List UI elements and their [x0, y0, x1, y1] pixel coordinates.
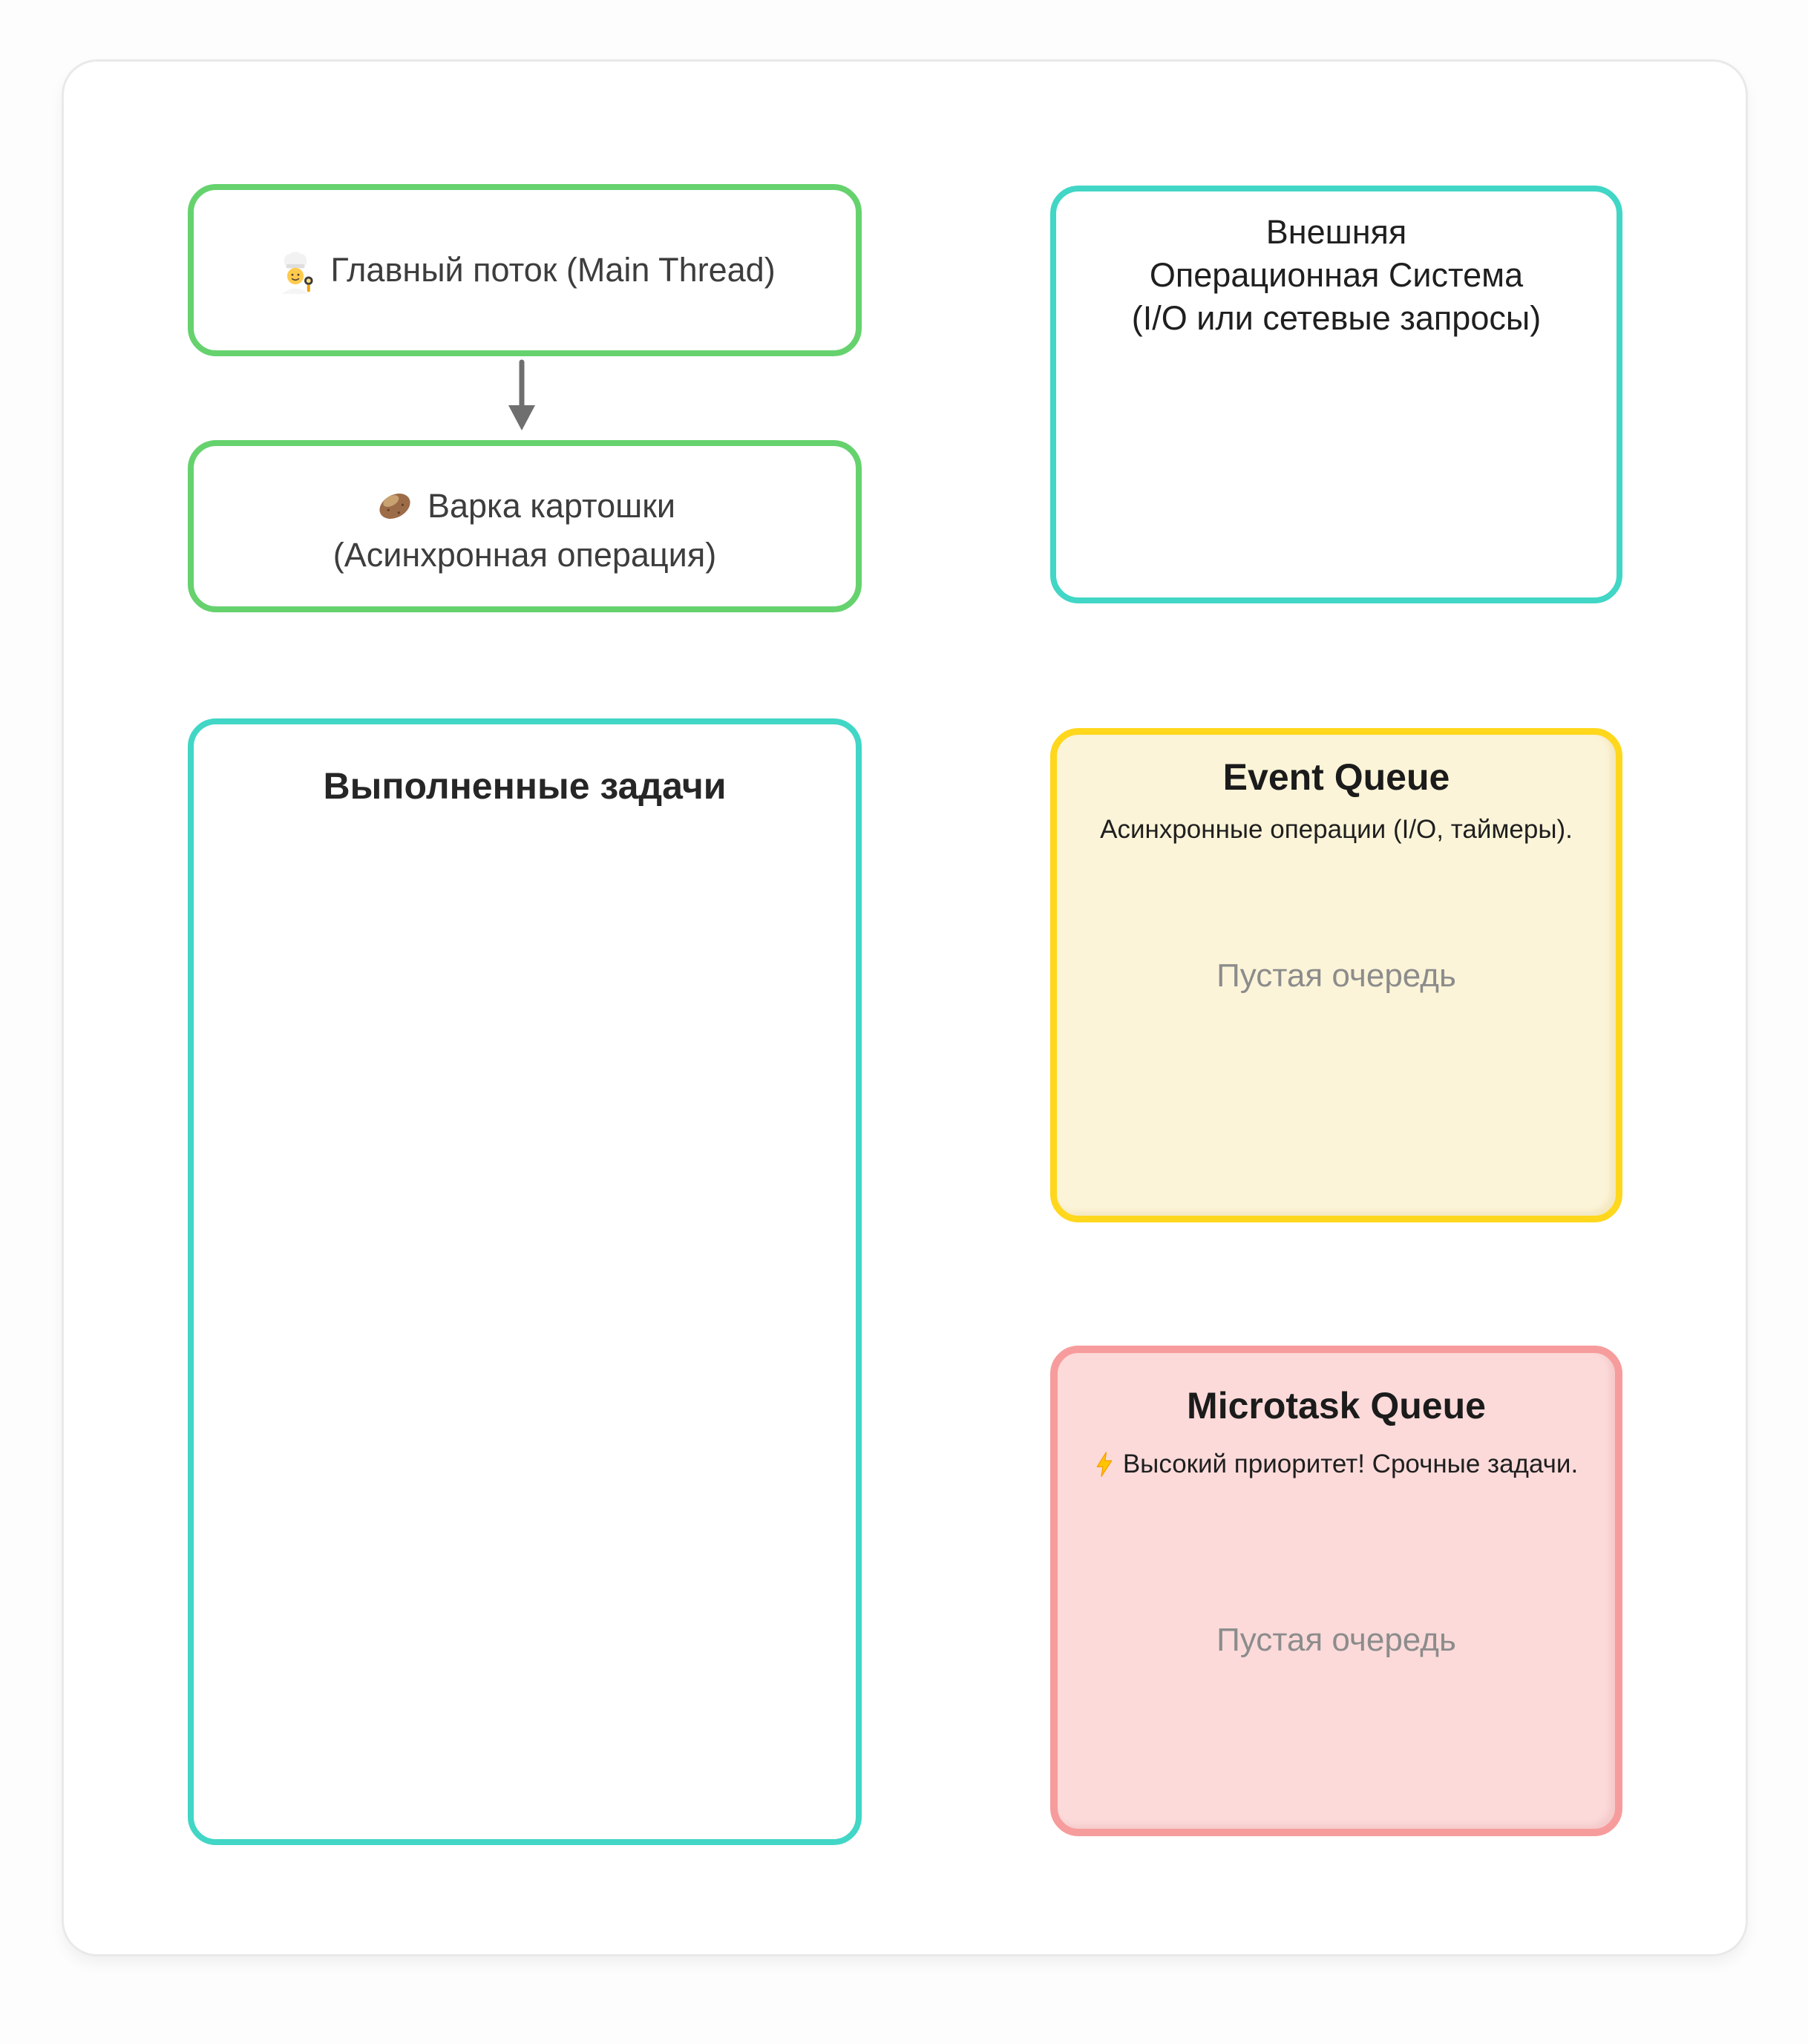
completed-tasks-title: Выполненные задачи: [323, 765, 727, 807]
event-queue-subtitle: Асинхронные операции (I/O, таймеры).: [1057, 815, 1616, 845]
microtask-queue-subtitle: Высокий приоритет! Срочные задачи.: [1058, 1450, 1615, 1479]
async-op-line1: Варка картошки: [374, 482, 675, 531]
event-queue-title: Event Queue: [1222, 756, 1450, 798]
async-op-line2: (Асинхронная операция): [333, 536, 717, 574]
async-op-text: Варка картошки: [427, 487, 676, 525]
os-line: Операционная Система: [1149, 256, 1524, 294]
os-line: (I/O или сетевые запросы): [1131, 299, 1542, 337]
completed-tasks-box: Выполненные задачи: [188, 718, 862, 1845]
external-os-box: Внешняя Операционная Система (I/O или се…: [1050, 186, 1622, 603]
potato-icon: [374, 488, 416, 525]
microtask-queue-title: Microtask Queue: [1187, 1385, 1486, 1426]
main-thread-label: Главный поток (Main Thread): [330, 251, 776, 289]
diagram-card: Главный поток (Main Thread) Варка картош…: [62, 59, 1748, 1956]
os-line: Внешняя: [1265, 213, 1407, 251]
chef-icon: [274, 246, 317, 294]
event-queue-empty-label: Пустая очередь: [1216, 957, 1456, 994]
event-queue-subtitle-text: Асинхронные операции (I/O, таймеры).: [1100, 815, 1573, 844]
microtask-queue-box: Microtask Queue Высокий приоритет! Срочн…: [1050, 1346, 1622, 1836]
arrow-down-icon: [508, 359, 535, 430]
async-operation-box: Варка картошки (Асинхронная операция): [188, 440, 862, 612]
main-thread-box: Главный поток (Main Thread): [188, 184, 862, 356]
event-queue-box: Event Queue Асинхронные операции (I/O, т…: [1050, 728, 1622, 1222]
microtask-queue-empty-label: Пустая очередь: [1216, 1622, 1456, 1658]
microtask-queue-subtitle-text: Высокий приоритет! Срочные задачи.: [1122, 1450, 1579, 1478]
lightning-icon: [1095, 1450, 1114, 1478]
